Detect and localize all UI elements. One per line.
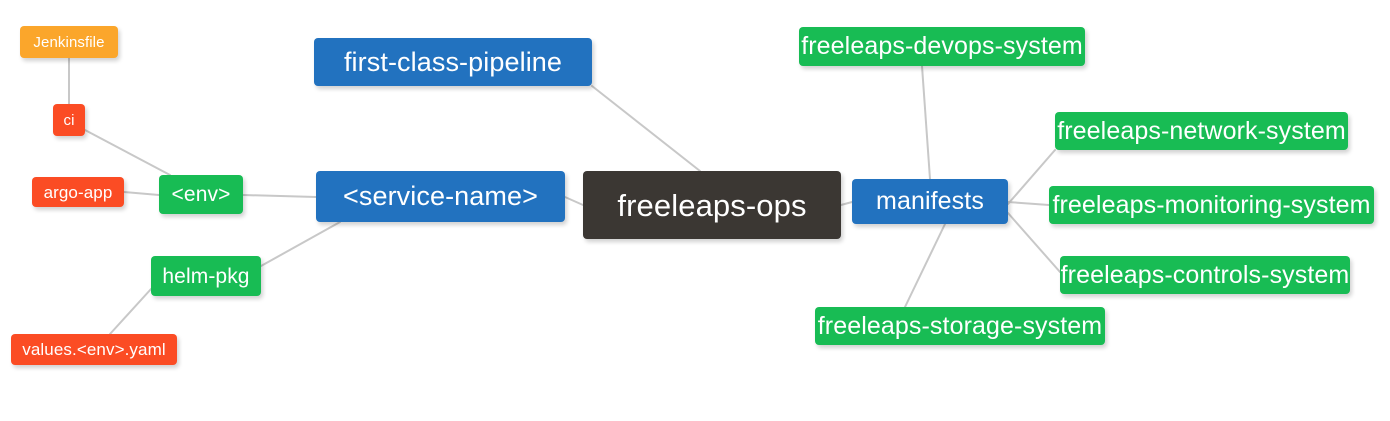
node-helm[interactable]: helm-pkg [151,256,261,296]
node-service[interactable]: <service-name> [316,171,565,222]
node-label: freeleaps-devops-system [801,32,1083,60]
node-label: freeleaps-storage-system [817,311,1103,340]
edge-root-to-service [564,196,584,206]
node-label: <env> [171,183,231,206]
node-label: ci [63,111,75,129]
node-label: first-class-pipeline [343,46,563,77]
node-devops[interactable]: freeleaps-devops-system [799,27,1085,66]
edge-manifests-to-monitoring [1007,201,1050,206]
edge-root-to-manifests [840,201,853,206]
node-label: Jenkinsfile [33,33,105,51]
edge-manifests-to-devops [921,65,931,180]
node-label: <service-name> [343,181,538,211]
node-argo[interactable]: argo-app [32,177,124,207]
node-network[interactable]: freeleaps-network-system [1055,112,1348,150]
node-root[interactable]: freeleaps-ops [583,171,841,239]
edge-helm-to-values [109,288,152,335]
node-ci[interactable]: ci [53,104,85,136]
node-label: helm-pkg [162,264,250,288]
node-label: freeleaps-network-system [1057,116,1346,145]
edge-service-to-helm [260,221,341,267]
node-label: values.<env>.yaml [22,340,166,359]
node-label: freeleaps-controls-system [1060,260,1350,289]
node-storage[interactable]: freeleaps-storage-system [815,307,1105,345]
edge-manifests-to-network [1007,149,1056,205]
node-env[interactable]: <env> [159,175,243,214]
edge-env-to-argo [123,191,160,196]
edge-service-to-env [242,194,317,198]
node-label: freeleaps-ops [617,187,807,223]
edge-env-to-ci [84,129,171,176]
node-controls[interactable]: freeleaps-controls-system [1060,256,1350,294]
node-jenkinsfile[interactable]: Jenkinsfile [20,26,118,58]
node-values[interactable]: values.<env>.yaml [11,334,177,365]
node-manifests[interactable]: manifests [852,179,1008,224]
node-label: freeleaps-monitoring-system [1052,190,1371,219]
edge-pipeline-to-root [591,85,701,172]
node-pipeline[interactable]: first-class-pipeline [314,38,592,86]
edge-manifests-to-storage [904,223,946,308]
node-label: argo-app [43,182,113,202]
node-label: manifests [876,187,984,215]
node-monitoring[interactable]: freeleaps-monitoring-system [1049,186,1374,224]
